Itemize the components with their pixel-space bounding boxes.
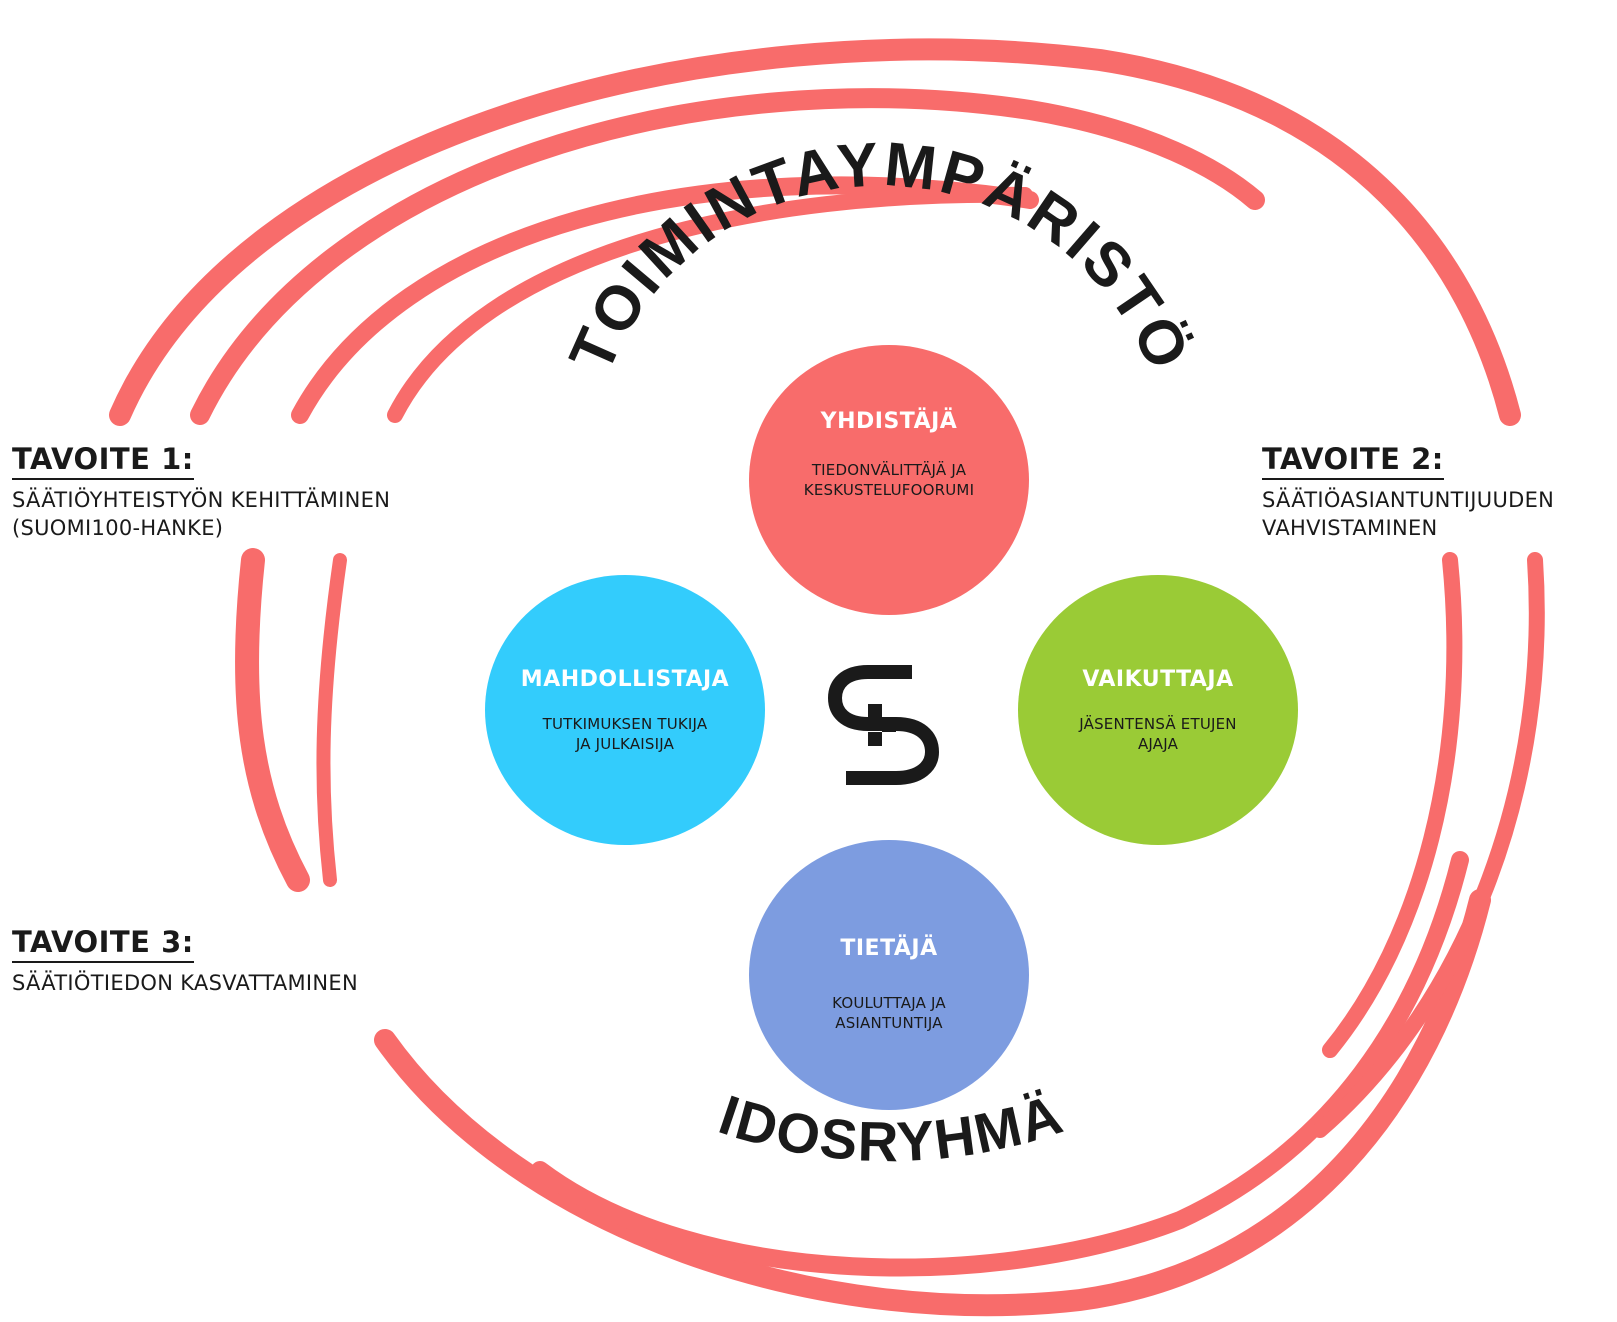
ring-stroke-7 xyxy=(374,889,1491,1317)
role-circle-vaikuttaja: VAIKUTTAJA JÄSENTENSÄ ETUJEN AJAJA xyxy=(1018,575,1298,845)
ring-stroke-4 xyxy=(387,186,1033,423)
role-desc-line-1: TUTKIMUKSEN TUKIJA xyxy=(542,715,708,733)
goal-1: TAVOITE 1: SÄÄTIÖYHTEISTYÖN KEHITTÄMINEN… xyxy=(12,442,390,542)
role-desc-line-2: KESKUSTELUFOORUMI xyxy=(803,481,975,499)
role-description: TUTKIMUKSEN TUKIJA JA JULKAISIJA xyxy=(543,714,708,754)
goal-1-line-1: SÄÄTIÖYHTEISTYÖN KEHITTÄMINEN xyxy=(12,488,391,512)
ring-stroke-1 xyxy=(109,38,1521,426)
goal-2-line-1: SÄÄTIÖASIANTUNTIJUUDEN xyxy=(1262,488,1555,512)
ring-stroke-3 xyxy=(291,176,1039,424)
goal-3-line-1: SÄÄTIÖTIEDON KASVATTAMINEN xyxy=(12,971,359,995)
goal-2-line-2: VAHVISTAMINEN xyxy=(1262,516,1438,540)
ring-stroke-9 xyxy=(1312,552,1545,1138)
role-desc-line-1: KOULUTTAJA JA xyxy=(832,994,946,1012)
role-title: YHDISTÄJÄ xyxy=(820,409,958,434)
arc-label-top: TOIMINTAYMPÄRISTÖ xyxy=(557,130,1204,382)
goal-1-line-2: (SUOMI100-HANKE) xyxy=(12,516,224,540)
ring-stroke-8 xyxy=(531,851,1469,1277)
role-title: MAHDOLLISTAJA xyxy=(520,667,730,692)
role-desc-line-2: AJAJA xyxy=(1137,735,1179,753)
role-circle-mahdollistaja: MAHDOLLISTAJA TUTKIMUKSEN TUKIJA JA JULK… xyxy=(485,575,765,845)
ring-stroke-5 xyxy=(234,548,310,892)
role-desc-line-2: ASIANTUNTIJA xyxy=(835,1014,943,1032)
role-desc-line-2: JA JULKAISIJA xyxy=(575,735,675,753)
outer-rings xyxy=(109,38,1545,1317)
role-title: VAIKUTTAJA xyxy=(1082,667,1234,692)
goal-1-text: SÄÄTIÖYHTEISTYÖN KEHITTÄMINEN (SUOMI100-… xyxy=(12,486,390,542)
goal-3: TAVOITE 3: SÄÄTIÖTIEDON KASVATTAMINEN xyxy=(12,925,358,997)
ring-stroke-6 xyxy=(316,553,347,887)
goal-2: TAVOITE 2: SÄÄTIÖASIANTUNTIJUUDEN VAHVIS… xyxy=(1262,442,1554,542)
goal-2-title: TAVOITE 2: xyxy=(1262,442,1444,480)
saatiot-s-logo-icon xyxy=(827,665,940,785)
ring-stroke-10 xyxy=(1322,552,1463,1058)
role-desc-line-1: TIEDONVÄLITTÄJÄ JA xyxy=(811,461,967,479)
role-circle-tietaja: TIETÄJÄ KOULUTTAJA JA ASIANTUNTIJA xyxy=(749,840,1029,1110)
role-desc-line-1: JÄSENTENSÄ ETUJEN xyxy=(1079,715,1237,733)
role-description: TIEDONVÄLITTÄJÄ JA KESKUSTELUFOORUMI xyxy=(804,460,974,500)
goal-2-text: SÄÄTIÖASIANTUNTIJUUDEN VAHVISTAMINEN xyxy=(1262,486,1554,542)
goal-3-text: SÄÄTIÖTIEDON KASVATTAMINEN xyxy=(12,969,358,997)
role-description: JÄSENTENSÄ ETUJEN AJAJA xyxy=(1079,714,1236,754)
role-circle-yhdistaja: YHDISTÄJÄ TIEDONVÄLITTÄJÄ JA KESKUSTELUF… xyxy=(749,345,1029,615)
ring-stroke-2 xyxy=(190,88,1265,425)
goal-1-title: TAVOITE 1: xyxy=(12,442,194,480)
goal-3-title: TAVOITE 3: xyxy=(12,925,194,963)
role-title: TIETÄJÄ xyxy=(840,936,938,961)
role-description: KOULUTTAJA JA ASIANTUNTIJA xyxy=(832,993,946,1033)
